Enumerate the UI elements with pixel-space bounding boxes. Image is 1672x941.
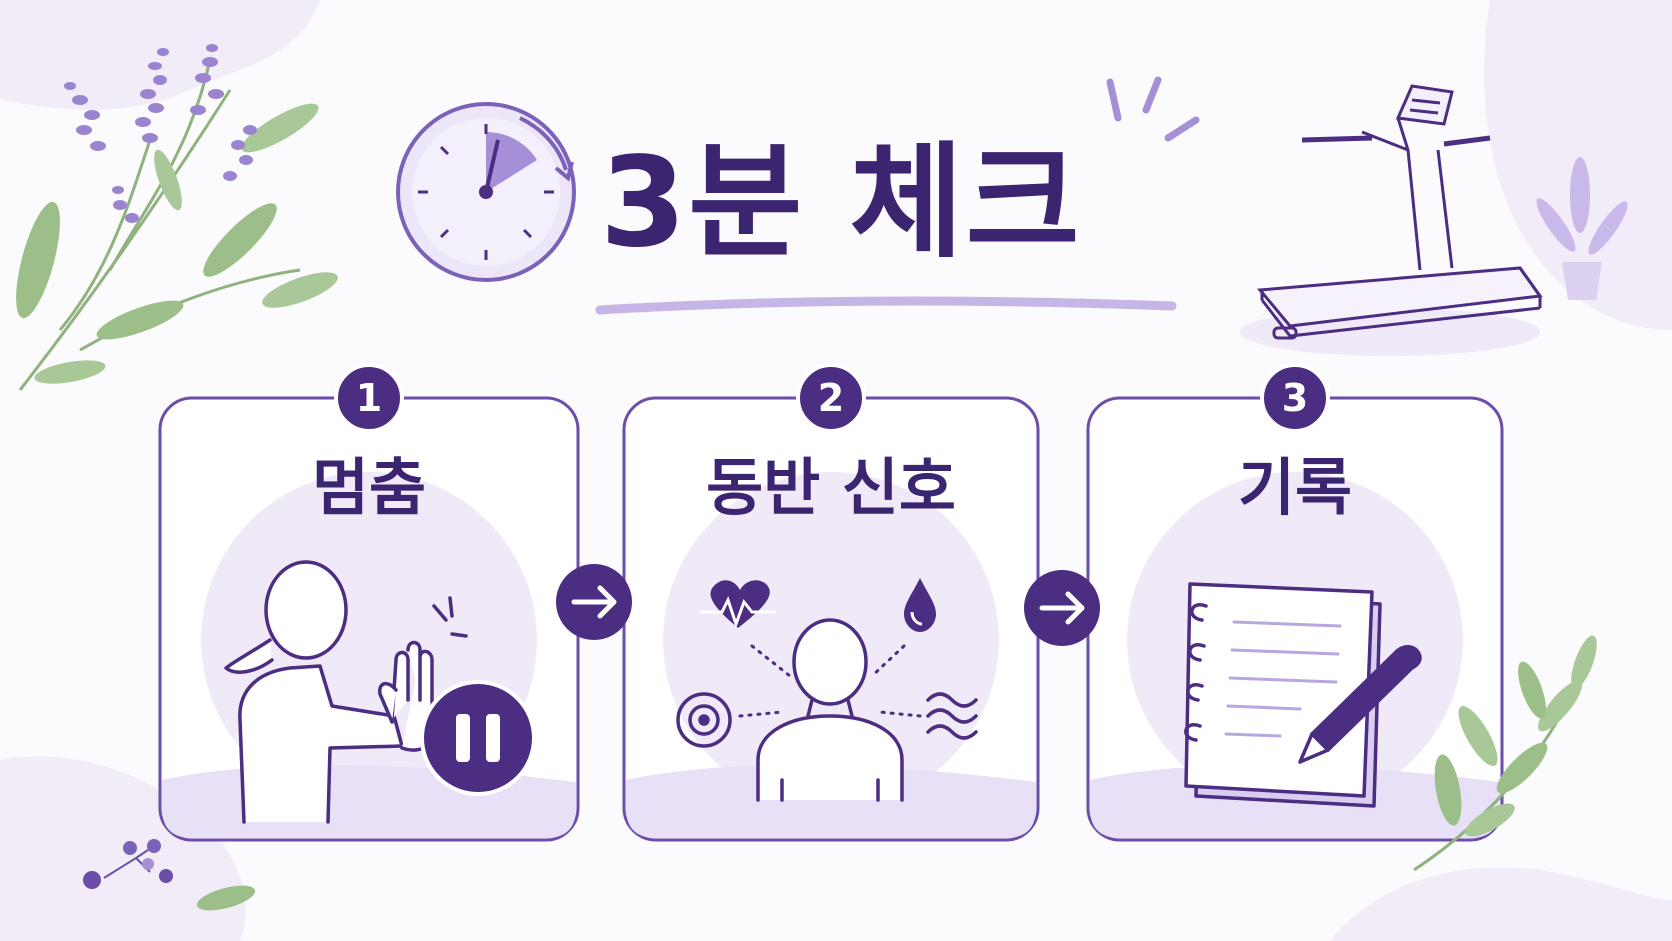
body-signals-icon bbox=[676, 578, 978, 802]
blob-bottom-right bbox=[1330, 867, 1672, 941]
pen-icon bbox=[1298, 645, 1422, 764]
leaf bbox=[16, 201, 60, 319]
leaf bbox=[96, 300, 184, 340]
lavender-branch-decoration bbox=[16, 44, 338, 391]
step-badge-3 bbox=[1260, 363, 1330, 433]
person-icon bbox=[756, 618, 904, 802]
leaf bbox=[203, 203, 277, 277]
signal-dotted-lines bbox=[738, 644, 922, 718]
leaf-branch-decoration bbox=[1413, 635, 1597, 872]
leaf bbox=[154, 149, 182, 211]
step-label-3: 기록 bbox=[1237, 451, 1353, 524]
berry-sprig-decoration bbox=[83, 839, 256, 911]
step-number-3: 3 bbox=[1281, 376, 1309, 420]
dizziness-icon bbox=[676, 692, 732, 748]
leaf bbox=[241, 103, 319, 153]
breath-waves-icon bbox=[926, 692, 978, 740]
blob-bottom-left bbox=[0, 756, 246, 941]
heartbeat-icon bbox=[700, 580, 776, 629]
pause-icon bbox=[420, 680, 536, 796]
step-badge-2 bbox=[796, 363, 866, 433]
step-badge-1 bbox=[334, 363, 404, 433]
page-title: 3분 체크 bbox=[600, 131, 1082, 275]
leaf bbox=[34, 360, 106, 384]
step-number-2: 2 bbox=[817, 376, 845, 420]
stopwatch-icon bbox=[396, 102, 576, 282]
arrow-right-icon bbox=[1024, 570, 1100, 646]
elapsed-wedge bbox=[486, 131, 537, 192]
treadmill-illustration bbox=[1240, 84, 1543, 356]
leaf bbox=[262, 272, 338, 308]
arrow-right-icon bbox=[556, 564, 632, 640]
step-label-2: 동반 신호 bbox=[706, 451, 956, 524]
sparkle-lines bbox=[1106, 76, 1200, 142]
title-underline bbox=[595, 296, 1177, 315]
potted-plant-decoration bbox=[1536, 157, 1628, 300]
step-label-1: 멈춤 bbox=[311, 451, 427, 524]
step-number-1: 1 bbox=[355, 376, 383, 420]
sweat-drop-icon bbox=[904, 578, 936, 632]
